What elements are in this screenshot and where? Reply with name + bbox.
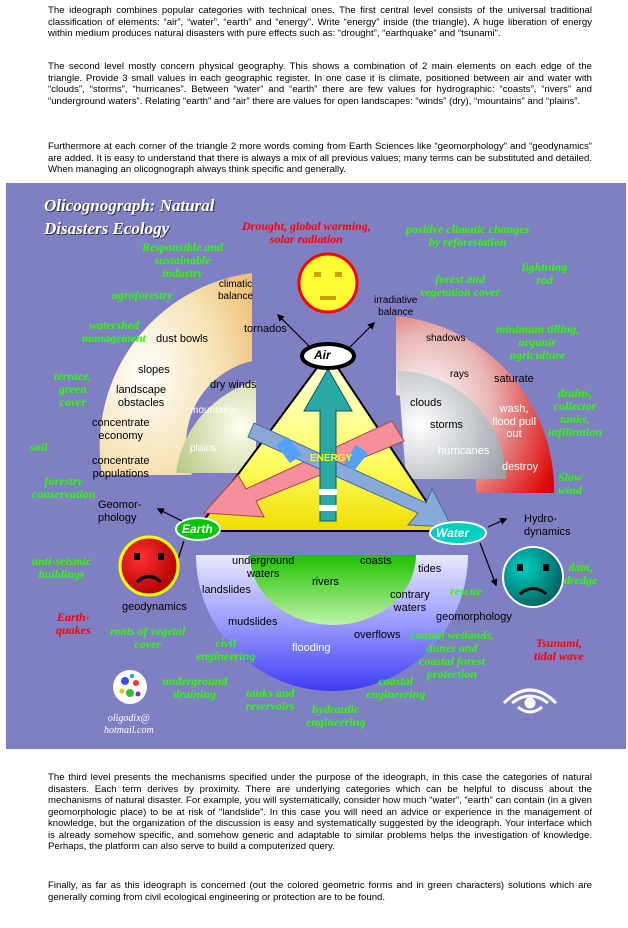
solution-coastal-engineering: coastal engineering — [366, 674, 426, 701]
stripe-1 — [276, 437, 302, 463]
term-clouds: clouds — [410, 397, 442, 409]
air-label: Air — [314, 348, 331, 362]
solution-watershed: watershed management — [82, 318, 147, 345]
arrow-earth-up — [156, 508, 183, 522]
left-arc-landscapes — [99, 273, 253, 475]
eye-logo-icon — [502, 688, 558, 714]
solution-hydraulic-engineering: hydraulic engineering — [306, 702, 366, 729]
arrow-band-2 — [319, 505, 337, 511]
earth-node — [175, 517, 221, 541]
term-underground-waters: underground waters — [232, 555, 295, 580]
term-rivers: rivers — [312, 576, 339, 588]
arrow-air-right — [349, 321, 376, 348]
solution-civil-engineering: civil engineering — [196, 636, 256, 663]
solution-forest-vegetation: forest and vegetation cover — [420, 272, 501, 299]
arrow-water-down — [479, 542, 498, 587]
disaster-tsunami: Tsunami, tidal wave — [534, 636, 584, 663]
term-destroy: destroy — [502, 461, 539, 473]
intro-paragraph-3: Furthermore at each corner of the triang… — [48, 141, 592, 175]
term-overflows: overflows — [354, 629, 401, 641]
solution-dam-dredge: dam, dredge — [564, 560, 598, 587]
water-node — [429, 521, 487, 545]
term-tides: tides — [418, 563, 442, 575]
solution-minimum-tilling: minimum tilling, organic agriculture — [496, 322, 580, 362]
right-inner-sector — [398, 371, 506, 479]
solution-roots: roots of vegetal cover — [110, 624, 186, 651]
solution-lightning-rod: lightning rod — [522, 260, 568, 287]
solution-rescue: rescue — [450, 584, 482, 598]
arrow-air-left — [276, 313, 311, 348]
term-coasts: coasts — [360, 555, 392, 567]
term-dry-winds: dry winds — [210, 379, 257, 391]
term-rays: rays — [450, 369, 469, 380]
term-mudslides: mudslides — [228, 616, 278, 628]
outro-paragraph-1: The third level presents the mechanisms … — [48, 772, 592, 852]
term-landscape-obstacles: landscape obstacles — [116, 384, 167, 409]
disaster-earthquakes: Earth- quakes — [56, 610, 91, 637]
term-climatic-balance: climatic balance — [218, 279, 254, 302]
term-geomorphology-earth: Geomor- phology — [98, 499, 142, 524]
term-dust-bowls: dust bowls — [156, 333, 208, 345]
term-wash-flood: wash, flood pull out — [492, 403, 537, 440]
term-mountains: mountains — [190, 405, 237, 416]
disaster-drought: Drought, global warming, solar radiation — [242, 219, 371, 246]
author-email: oligodix@ hotmail.com — [104, 713, 154, 736]
solution-underground-draining: underground draining — [162, 674, 228, 701]
earth-label: Earth — [182, 522, 213, 536]
pink-energy-arrow — [202, 420, 405, 518]
term-saturate: saturate — [494, 373, 534, 385]
arrow-band-1 — [319, 489, 337, 495]
term-irradiative-balance: irradiative balance — [374, 295, 418, 318]
stripe-2 — [344, 445, 368, 471]
solution-soil: soil — [30, 440, 48, 454]
solution-anti-seismic: anti-seismic buildings — [32, 554, 92, 581]
solution-coastal-wetlands: coastal wetlands, dunes and coastal fore… — [410, 628, 495, 681]
outro-paragraph-2: Finally, as far as this ideograph is con… — [48, 880, 592, 903]
term-concentrate-populations: concentrate populations — [92, 455, 150, 480]
cyan-sad-face-icon — [502, 546, 564, 608]
intro-paragraph-1: The ideograph combines popular categorie… — [48, 5, 592, 39]
globe-logo-icon — [113, 670, 147, 704]
solution-drains: drains, collector tanks, infiltration — [548, 386, 603, 439]
term-tornados: tornados — [244, 323, 287, 335]
air-node — [300, 342, 356, 370]
bottom-inner-sector — [250, 555, 416, 625]
term-flooding: flooding — [292, 642, 331, 654]
olicognograph-diagram: Olicognograph: Natural Disasters Ecology… — [6, 183, 626, 749]
term-concentrate-economy: concentrate economy — [92, 417, 150, 442]
term-geodynamics: geodynamics — [122, 601, 187, 613]
left-inner-sector — [176, 381, 256, 473]
arrow-water-up — [487, 518, 508, 528]
term-slopes: slopes — [138, 364, 170, 376]
solution-responsible-industry: Responsible and sustainable industry — [142, 240, 224, 280]
term-shadows: shadows — [426, 333, 466, 344]
diagram-title-line-2: Disasters Ecology — [44, 219, 170, 238]
red-sad-face-icon — [118, 535, 180, 597]
solution-agroforestry: agroforestry — [112, 288, 173, 302]
teal-up-arrow — [303, 367, 353, 522]
blue-energy-arrow — [247, 422, 453, 528]
solution-terrace: terrace, green cover — [54, 369, 92, 409]
term-hydrodynamics: Hydro- dynamics — [524, 513, 571, 538]
diagram-title-line-1: Olicognograph: Natural — [44, 196, 215, 215]
intro-paragraph-2: The second level mostly concern physical… — [48, 61, 592, 107]
solution-tanks-reservoirs: tanks and reservoirs — [246, 686, 295, 713]
water-label: Water — [436, 526, 470, 540]
solution-forestry: forestry conservation — [32, 474, 96, 501]
term-geomorphology-water: geomorphology — [436, 611, 512, 623]
solution-slow-wind: Slow wind — [558, 470, 583, 497]
term-storms: storms — [430, 419, 463, 431]
sun-face-icon — [297, 252, 359, 314]
term-landslides: landslides — [202, 584, 251, 596]
solution-positive-climatic: positive climatic changes by reforestati… — [406, 222, 530, 249]
term-hurricanes: hurricanes — [438, 445, 490, 457]
energy-label: ENERGY — [310, 453, 353, 464]
term-contrary-waters: contrary waters — [390, 589, 430, 614]
diagram-graphics — [99, 252, 564, 714]
term-plains: plains — [190, 443, 217, 454]
